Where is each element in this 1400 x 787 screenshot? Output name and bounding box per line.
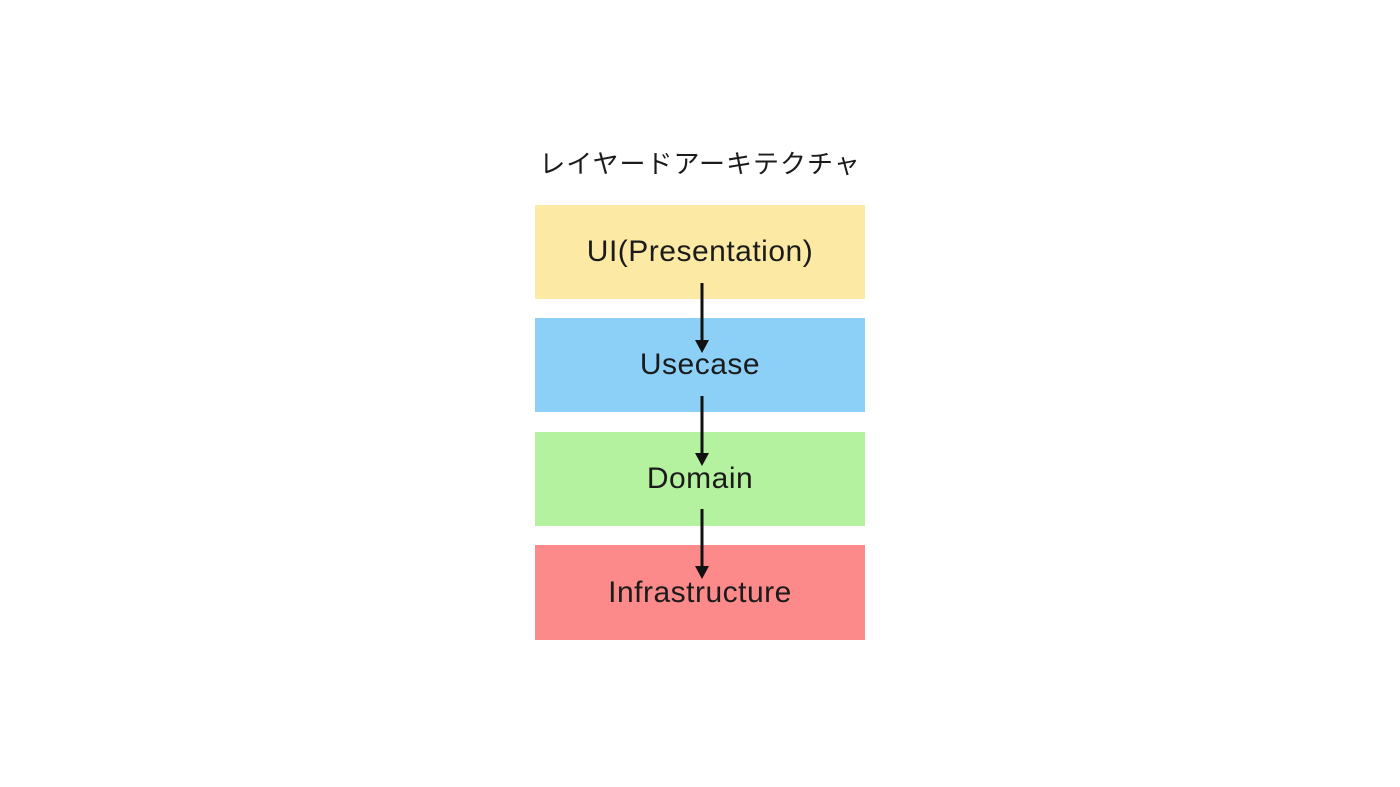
layer-label-usecase: Usecase <box>639 348 761 381</box>
layer-box-ui-presentation: UI(Presentation) <box>535 205 865 299</box>
diagram-title: レイヤードアーキテクチャ <box>539 149 861 179</box>
layer-label-domain: Domain <box>646 462 754 495</box>
layer-box-usecase: Usecase <box>535 318 865 412</box>
arrow-down-usecase-to-domain-icon <box>695 396 709 466</box>
layer-box-infrastructure: Infrastructure <box>535 545 865 640</box>
arrow-down-ui-to-usecase-icon <box>695 283 709 353</box>
layer-label-ui-presentation: UI(Presentation) <box>586 235 814 268</box>
layer-box-domain: Domain <box>535 432 865 526</box>
arrow-down-domain-to-infrastructure-icon <box>695 509 709 579</box>
layer-label-infrastructure: Infrastructure <box>608 575 792 609</box>
